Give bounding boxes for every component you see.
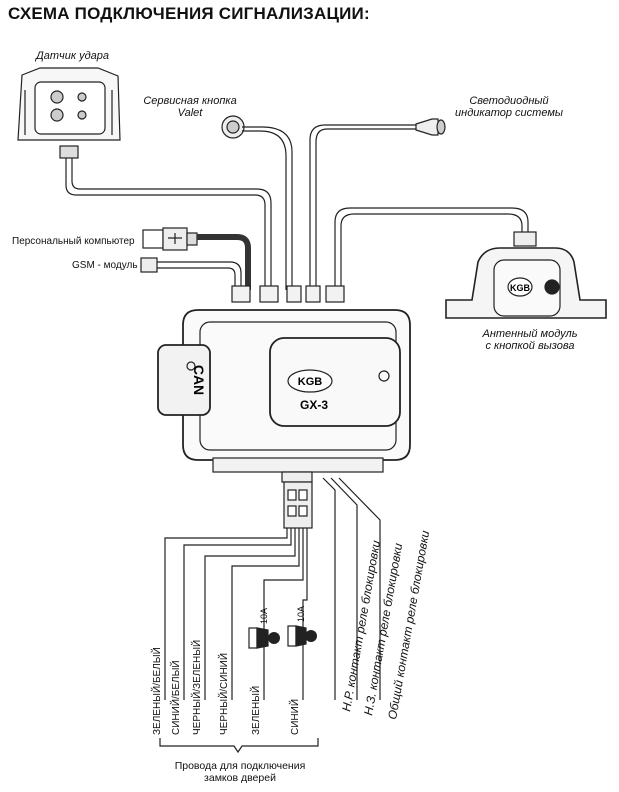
antenna-label-line2: с кнопкой вызова [485, 340, 575, 352]
unit-model: GX-3 [300, 398, 328, 412]
antenna-label-line1: Антенный модуль [482, 328, 578, 340]
fuse-icon [248, 627, 280, 649]
antenna-logo: KGB [510, 283, 531, 293]
wire-label-blue: СИНИЙ [288, 699, 301, 735]
service-button-label-line2: Valet [177, 107, 203, 119]
shock-sensor-label: Датчик удара [36, 50, 110, 62]
led-label-line1: Светодиодный [469, 95, 549, 107]
main-unit-icon [157, 309, 411, 529]
usb-connector-icon [142, 227, 198, 251]
fuse-label-1: 10A [259, 608, 269, 624]
gsm-connector-icon [140, 257, 242, 290]
can-label: CAN [191, 365, 207, 395]
antenna-module-icon [445, 231, 607, 319]
fuse-label-2: 10A [296, 606, 306, 622]
wire-label-green-white: ЗЕЛЕНЫЙ/БЕЛЫЙ [150, 647, 163, 735]
shock-sensor-icon [17, 67, 121, 159]
wire-label-black-blue: ЧЕРНЫЙ/СИНИЙ [217, 653, 230, 735]
unit-logo: KGB [298, 376, 323, 388]
valet-button-icon [221, 115, 293, 290]
led-label-line2: индикатор системы [455, 107, 563, 119]
fuse-icon [287, 625, 317, 647]
wire-label-blue-white: СИНИЙ/БЕЛЫЙ [169, 660, 182, 735]
page-title: СХЕМА ПОДКЛЮЧЕНИЯ СИГНАЛИЗАЦИИ: [8, 4, 370, 23]
led-indicator-icon [309, 118, 446, 290]
service-button-label-line1: Сервисная кнопка [143, 95, 237, 107]
antenna-label: Антенный модуль с кнопкой вызова [470, 328, 590, 352]
door-wires-label-line1: Провода для подключения [174, 760, 306, 772]
wire-label-green: ЗЕЛЕНЫЙ [249, 686, 262, 735]
gsm-label: GSM - модуль [72, 260, 138, 271]
door-wires-label: Провода для подключения замков дверей [160, 760, 320, 784]
door-wires-label-line2: замков дверей [204, 772, 276, 784]
pc-label: Персональный компьютер [12, 236, 135, 247]
service-button-label: Сервисная кнопка Valet [135, 95, 245, 119]
wire-label-black-green: ЧЕРНЫЙ/ЗЕЛЕНЫЙ [190, 640, 203, 735]
led-label: Светодиодный индикатор системы [450, 95, 568, 119]
